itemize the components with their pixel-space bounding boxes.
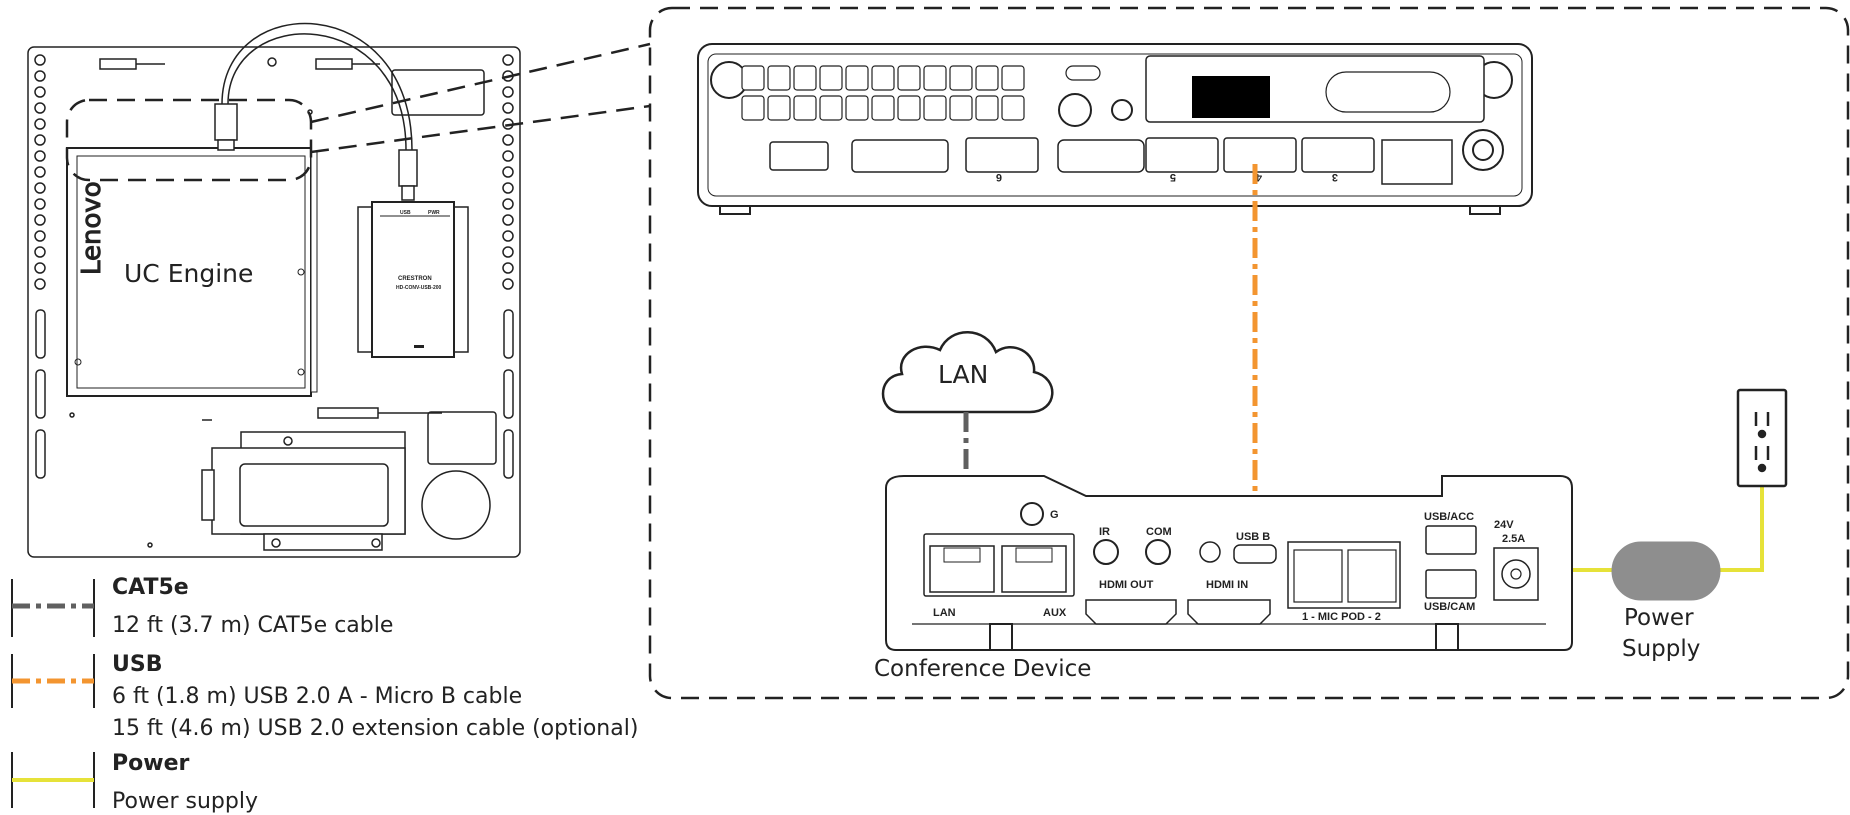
power-supply: Power Supply [1611,541,1721,662]
plate-cables [202,22,418,421]
legend-usb: USB 6 ft (1.8 m) USB 2.0 A - Micro B cab… [11,652,638,741]
usb-acc-port [1425,525,1477,555]
pc-port-label-5: 5 [1170,171,1176,183]
legend-cat5e: CAT5e 12 ft (3.7 m) CAT5e cable [11,575,393,638]
legend-usb-line-1: 6 ft (1.8 m) USB 2.0 A - Micro B cable [112,684,522,709]
pc-port-label-4: 4 [1255,171,1262,183]
port-label-usb-acc: USB/ACC [1424,511,1474,523]
port-label-ir: IR [1099,526,1110,538]
pc-port-label-6: 6 [996,171,1002,183]
plate-holes-left [34,54,46,479]
redacted-label [1192,76,1270,118]
legend: CAT5e 12 ft (3.7 m) CAT5e cable USB 6 ft… [11,575,638,814]
conference-device-label: Conference Device [874,656,1091,682]
converter-usb-label: USB [400,210,411,216]
pc-port-label-3: 3 [1332,171,1338,183]
legend-power: Power Power supply [11,751,258,814]
wall-outlet [1736,388,1788,488]
conference-device [885,475,1573,651]
lan-cloud-label: LAN [938,360,988,389]
uc-engine-unit: Lenovo UC Engine [66,147,318,397]
port-label-aux: AUX [1043,607,1067,619]
power-supply-label-1: Power [1624,605,1694,631]
port-label-com: COM [1146,526,1172,538]
port-label-lan: LAN [933,607,956,619]
hdmi-out-port [1085,599,1177,625]
usb-b-port [1233,544,1277,564]
port-label-usb-b: USB B [1236,531,1270,543]
port-label-hdmi-in: HDMI IN [1206,579,1248,591]
pc-back-panel [697,43,1533,215]
power-rating-voltage: 24V [1494,519,1514,531]
legend-power-line-1: Power supply [112,789,258,814]
vent-grille [741,65,1025,121]
pc-usb-port-5 [1145,137,1219,173]
lan-cloud: LAN [881,331,1054,414]
converter-model: HD-CONV-USB-200 [396,285,442,291]
legend-usb-line-2: 15 ft (4.6 m) USB 2.0 extension cable (o… [112,716,638,741]
pc-usb-port-4 [1223,137,1297,173]
usb-converter: USB PWR CRESTRON HD-CONV-USB-200 [357,201,469,358]
port-label-usb-cam: USB/CAM [1424,601,1475,613]
usb-cam-port [1425,569,1477,599]
detail-frame [648,6,1850,700]
pc-usb-port-6 [965,137,1039,173]
ir-jack [1093,539,1119,565]
pc-port-numbers: 6 5 4 3 [996,171,1338,183]
converter-pwr-label: PWR [428,210,440,216]
port-label-mic-pod: 1 - MIC POD - 2 [1302,611,1381,623]
plate-conference-device [201,431,406,551]
lenovo-logo-text: Lenovo [77,181,107,275]
legend-usb-title: USB [112,652,162,677]
conference-device-labels: LAN AUX G IR COM HDMI OUT HDMI IN USB B … [874,509,1525,682]
callout-region [65,42,651,182]
legend-power-title: Power [112,751,189,776]
hdmi-in-port [1187,599,1271,625]
com-jack [1145,539,1171,565]
power-rating-current: 2.5A [1502,533,1525,545]
port-label-hdmi-out: HDMI OUT [1099,579,1154,591]
port-label-ground: G [1050,509,1059,521]
legend-cat5e-line-1: 12 ft (3.7 m) CAT5e cable [112,613,393,638]
power-supply-label-2: Supply [1622,636,1700,662]
legend-cat5e-title: CAT5e [112,575,189,600]
uc-engine-label: UC Engine [124,259,253,288]
cable-clips [99,58,442,419]
pc-usb-port-3 [1301,137,1375,173]
converter-brand: CRESTRON [398,276,432,282]
